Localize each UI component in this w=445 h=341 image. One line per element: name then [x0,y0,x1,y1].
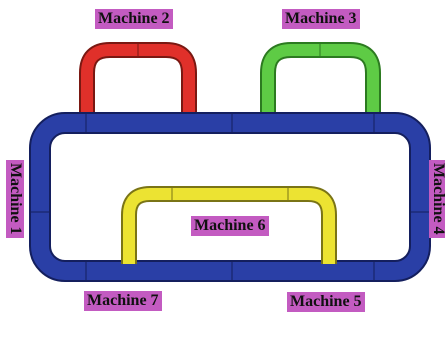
machine-2-track-outline [79,42,197,117]
machine-3-track-outline [260,42,381,117]
machine-4-label: Machine 4 [429,160,445,238]
machine-3-track [262,44,379,117]
machine-6-label: Machine 6 [191,216,269,236]
machine-6-loop [121,186,337,264]
machine-6-track [123,188,335,264]
machine-7-label: Machine 7 [84,291,162,311]
machine-2-loop [79,42,197,117]
main-loop [29,112,431,282]
machine-3-loop [260,42,381,117]
machine-3-label: Machine 3 [282,9,360,29]
machine-5-label: Machine 5 [287,292,365,312]
main-loop-track [31,114,429,280]
machine-1-label: Machine 1 [6,160,24,238]
machine-2-label: Machine 2 [95,9,173,29]
machine-2-track [81,44,195,117]
